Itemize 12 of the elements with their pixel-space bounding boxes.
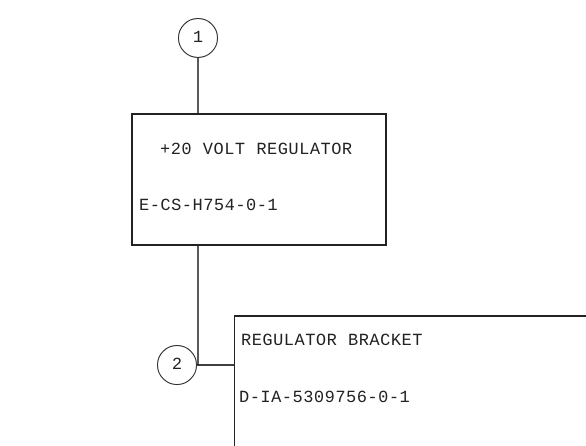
part-number: D-IA-5309756-0-1 <box>239 389 410 408</box>
connector-line <box>197 58 199 113</box>
part-number: E-CS-H754-0-1 <box>139 197 278 216</box>
component-name: +20 VOLT REGULATOR <box>160 141 353 160</box>
callout-circle <box>178 18 218 58</box>
component-box <box>234 315 586 446</box>
component-box <box>131 113 387 246</box>
callout-circle <box>157 345 197 385</box>
callout-number: 1 <box>192 28 204 48</box>
component-name: REGULATOR BRACKET <box>241 332 423 351</box>
connector-line <box>197 364 234 366</box>
callout-number: 2 <box>172 356 182 374</box>
